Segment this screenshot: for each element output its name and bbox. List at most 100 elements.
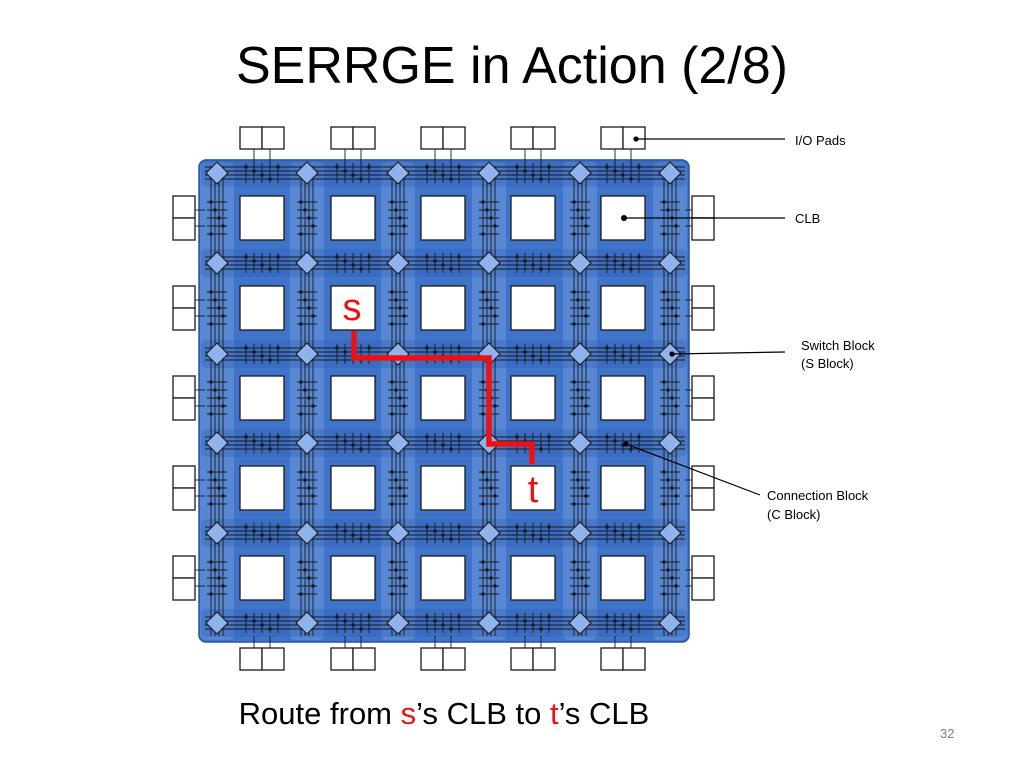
cb-dot-1 xyxy=(576,478,580,482)
horizontal-band-3 xyxy=(201,429,687,457)
cb-dot-4 xyxy=(276,615,280,619)
connection-block-h-27 xyxy=(425,613,461,633)
cb-dot-4 xyxy=(276,525,280,529)
cb-dot-4 xyxy=(572,592,576,596)
cb-dot-1 xyxy=(666,208,670,212)
cb-dot-4 xyxy=(276,255,280,259)
clb-5 xyxy=(239,285,285,331)
cb-dot-2 xyxy=(260,443,264,447)
horizontal-band-5 xyxy=(201,609,687,637)
io-pad-right-0 xyxy=(691,195,715,241)
cb-dot-0 xyxy=(481,560,485,564)
cb-dot-3 xyxy=(221,314,225,318)
cb-dot-3 xyxy=(311,584,315,588)
io-pad-bottom-4 xyxy=(600,647,646,671)
cb-dot-1 xyxy=(343,350,347,354)
cb-dot-4 xyxy=(481,412,485,416)
cb-dot-1 xyxy=(485,478,489,482)
cb-dot-0 xyxy=(481,290,485,294)
connection-block-h-17 xyxy=(425,433,461,453)
connection-block-v-31 xyxy=(207,290,227,326)
connection-block-v-36 xyxy=(297,290,317,326)
cb-dot-2 xyxy=(531,533,535,537)
cb-dot-2 xyxy=(351,533,355,537)
pad-top xyxy=(691,285,715,309)
cb-dot-2 xyxy=(217,216,221,220)
cb-dot-0 xyxy=(572,290,576,294)
cb-dot-4 xyxy=(209,232,213,236)
cb-dot-3 xyxy=(493,314,497,318)
cb-dot-1 xyxy=(613,350,617,354)
cb-dot-4 xyxy=(209,592,213,596)
cb-dot-4 xyxy=(367,615,371,619)
cb-dot-1 xyxy=(485,208,489,212)
cb-dot-4 xyxy=(276,435,280,439)
cb-dot-0 xyxy=(335,435,339,439)
clb-11 xyxy=(330,375,376,421)
cb-dot-4 xyxy=(457,346,461,350)
clb-20 xyxy=(239,555,285,601)
cb-dot-4 xyxy=(367,525,371,529)
vertical-band-1 xyxy=(290,162,324,640)
cb-dot-1 xyxy=(613,439,617,443)
pad-right xyxy=(261,126,285,150)
cb-dot-3 xyxy=(539,358,543,362)
connection-block-v-51 xyxy=(570,290,590,326)
connection-block-h-15 xyxy=(244,433,280,453)
cb-dot-2 xyxy=(260,623,264,627)
cb-dot-2 xyxy=(580,486,584,490)
pad-top xyxy=(691,195,715,219)
io-pad-top-4 xyxy=(600,126,646,150)
cb-dot-0 xyxy=(425,525,429,529)
cb-dot-3 xyxy=(584,404,588,408)
pad-top xyxy=(172,285,196,309)
cb-dot-3 xyxy=(311,224,315,228)
switch-block-label-line2: (S Block) xyxy=(801,356,854,371)
cb-dot-4 xyxy=(390,322,394,326)
cb-dot-2 xyxy=(351,623,355,627)
cb-dot-4 xyxy=(662,592,666,596)
cb-dot-4 xyxy=(662,232,666,236)
cb-dot-2 xyxy=(260,263,264,267)
pad-top xyxy=(172,555,196,579)
cb-dot-1 xyxy=(252,259,256,263)
connection-block-h-14 xyxy=(605,344,641,364)
cb-dot-2 xyxy=(489,216,493,220)
pad-top xyxy=(691,375,715,399)
io-pad-right-4 xyxy=(691,555,715,601)
caption-prefix: Route from xyxy=(238,696,401,731)
cb-dot-1 xyxy=(433,439,437,443)
cb-dot-0 xyxy=(390,200,394,204)
cb-dot-1 xyxy=(213,478,217,482)
cb-dot-2 xyxy=(531,623,535,627)
cb-dot-3 xyxy=(584,494,588,498)
cb-dot-1 xyxy=(394,478,398,482)
cb-dot-0 xyxy=(335,165,339,169)
cb-dot-0 xyxy=(572,200,576,204)
cb-dot-2 xyxy=(307,216,311,220)
pad-right xyxy=(532,647,556,671)
io-pads xyxy=(172,126,715,671)
caption-suffix: ’s CLB xyxy=(558,696,650,731)
cb-dot-3 xyxy=(584,584,588,588)
cb-dot-2 xyxy=(398,576,402,580)
cb-dot-2 xyxy=(307,396,311,400)
cb-dot-1 xyxy=(213,388,217,392)
switch-block-2 xyxy=(386,161,410,185)
cb-dot-4 xyxy=(547,165,551,169)
cb-dot-3 xyxy=(449,627,453,631)
cb-dot-4 xyxy=(367,165,371,169)
connection-block-v-53 xyxy=(570,470,590,506)
cb-dot-3 xyxy=(268,537,272,541)
switch-block-16 xyxy=(568,342,592,366)
cb-dot-1 xyxy=(303,478,307,482)
cb-dot-3 xyxy=(311,314,315,318)
cb-dot-3 xyxy=(539,447,543,451)
cb-dot-1 xyxy=(343,259,347,263)
connection-block-v-32 xyxy=(207,380,227,416)
cb-dot-0 xyxy=(335,255,339,259)
cb-dot-3 xyxy=(539,267,543,271)
cb-dot-0 xyxy=(515,435,519,439)
connection-block-h-5 xyxy=(244,253,280,273)
